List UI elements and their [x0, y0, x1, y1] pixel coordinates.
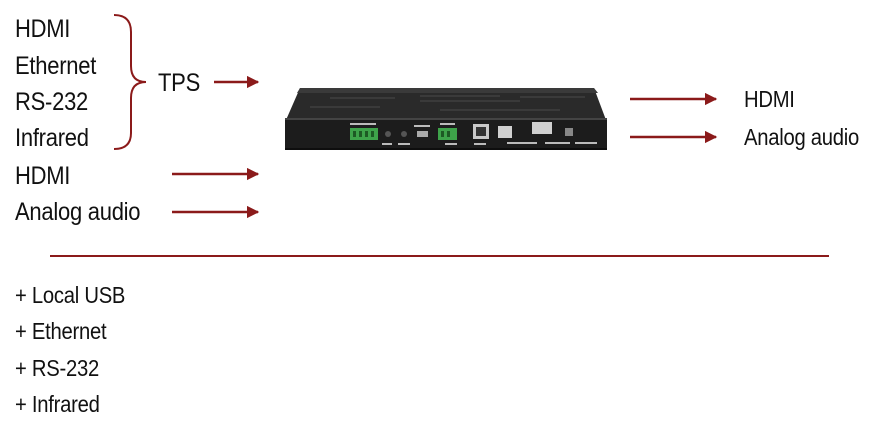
input-tps-ethernet: Ethernet — [15, 52, 97, 80]
tps-label: TPS — [158, 69, 201, 97]
input-tps-rs232: RS-232 — [15, 88, 89, 116]
device-top-face — [286, 88, 606, 120]
dip-switches — [498, 122, 573, 138]
extra-local-usb: + Local USB — [15, 282, 126, 308]
input-local-audio: Analog audio — [15, 198, 141, 226]
input-tps-hdmi: HDMI — [15, 15, 71, 43]
input-tps-infrared: Infrared — [15, 124, 89, 152]
tps-group-brace — [113, 14, 147, 150]
extra-ethernet: + Ethernet — [15, 318, 107, 344]
extra-rs232: + RS-232 — [15, 355, 99, 381]
reset-button-a — [385, 131, 391, 137]
input-local-hdmi: HDMI — [15, 162, 71, 190]
output-audio: Analog audio — [744, 124, 860, 150]
reset-button-b — [401, 131, 407, 137]
usb-port — [417, 131, 428, 137]
output-hdmi: HDMI — [744, 86, 795, 112]
extra-infrared: + Infrared — [15, 391, 100, 417]
